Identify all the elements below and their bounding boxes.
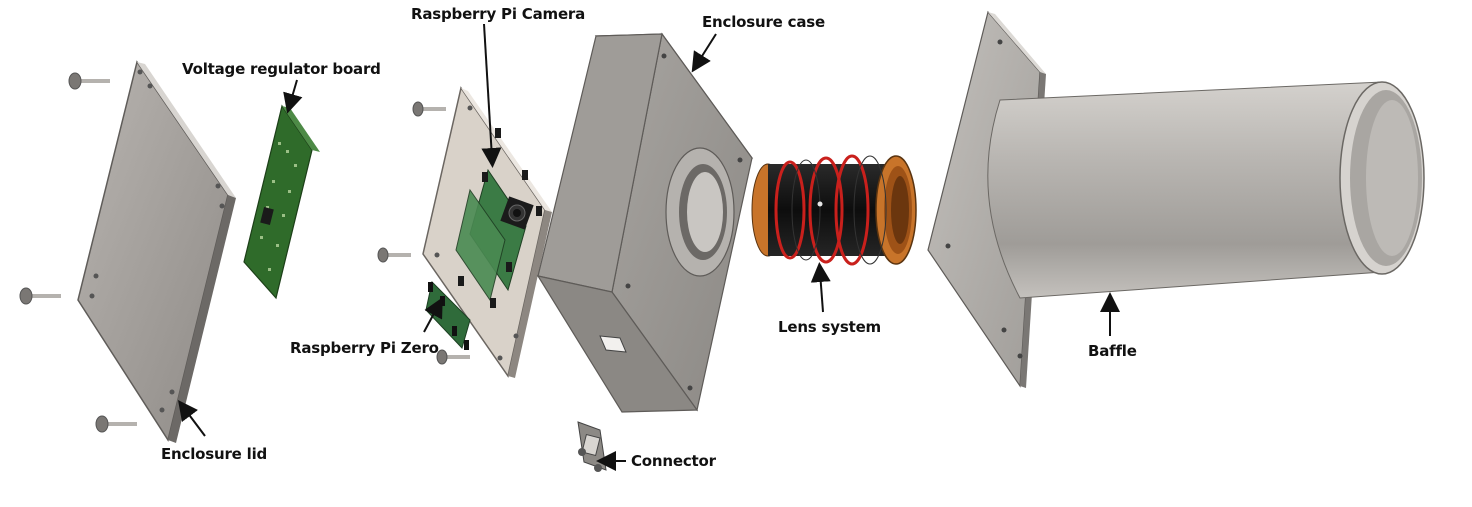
label-enclosure-lid: Enclosure lid bbox=[161, 445, 268, 463]
camera-mounting-plate-part bbox=[422, 86, 552, 378]
screw bbox=[412, 101, 446, 117]
screw bbox=[377, 247, 411, 263]
label-lens-system: Lens system bbox=[778, 318, 881, 336]
lid-screws bbox=[19, 72, 137, 433]
label-raspberry-pi-camera: Raspberry Pi Camera bbox=[411, 5, 586, 23]
label-baffle: Baffle bbox=[1088, 342, 1137, 360]
label-voltage-regulator-board: Voltage regulator board bbox=[182, 60, 381, 78]
lens-system-part bbox=[751, 154, 917, 266]
screw bbox=[68, 72, 110, 90]
label-connector: Connector bbox=[631, 452, 716, 470]
leader-arrows bbox=[178, 23, 1120, 471]
screw bbox=[19, 287, 61, 305]
plate-screws bbox=[377, 101, 470, 365]
arrow-voltage-regulator bbox=[283, 79, 303, 114]
arrow-pi-camera bbox=[481, 23, 502, 168]
label-raspberry-pi-zero: Raspberry Pi Zero bbox=[290, 339, 439, 357]
connector-part bbox=[577, 421, 607, 472]
enclosure-lid-part bbox=[77, 60, 236, 443]
baffle-part bbox=[927, 10, 1425, 388]
screw bbox=[436, 349, 470, 365]
label-enclosure-case: Enclosure case bbox=[702, 13, 825, 31]
arrow-enclosure-lid bbox=[178, 400, 206, 437]
screw bbox=[95, 415, 137, 433]
voltage-regulator-board-part bbox=[243, 104, 320, 300]
arrow-pi-zero bbox=[423, 297, 443, 333]
arrow-enclosure-case bbox=[691, 33, 717, 73]
enclosure-case-part bbox=[536, 32, 754, 413]
arrow-lens-system bbox=[810, 262, 831, 313]
